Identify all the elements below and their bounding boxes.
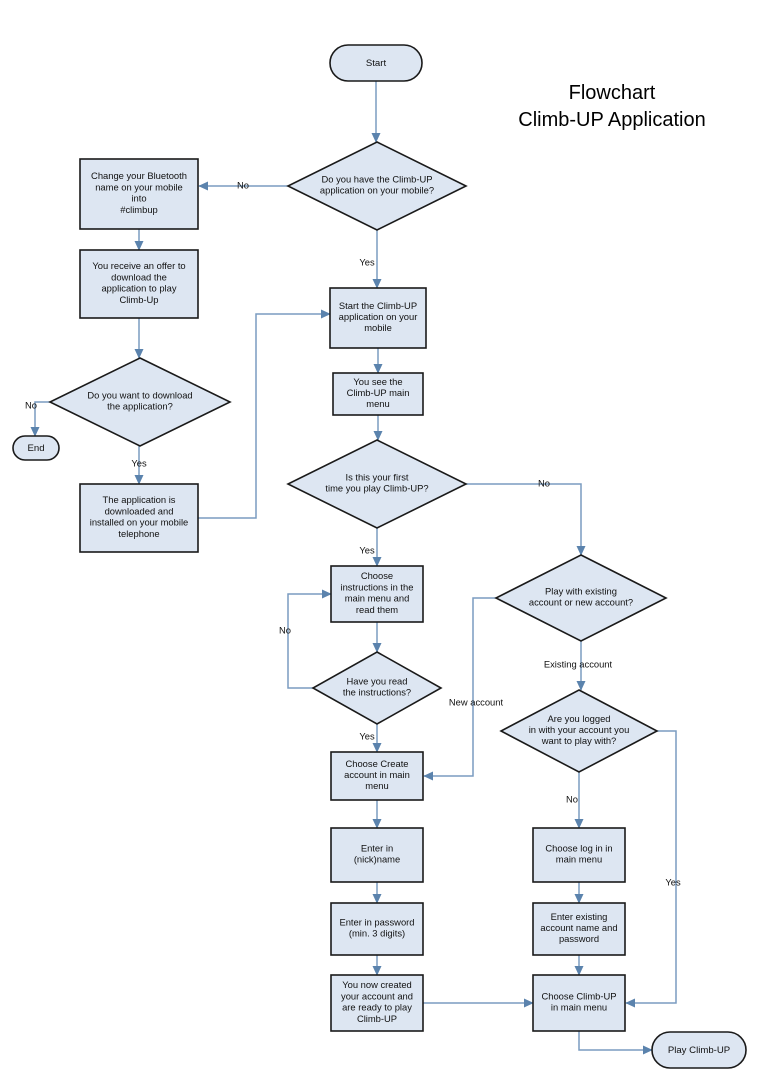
edge-label-yes-want-download: Yes — [131, 457, 147, 468]
process-see-main-menu-shape — [332, 372, 424, 416]
process-account-created-shape — [330, 974, 424, 1032]
edge-label-yes-have-app: Yes — [359, 256, 375, 267]
edge-label-no-have-app: No — [237, 179, 249, 190]
play-climbup-terminator-label: Play Climb-UP — [668, 1045, 730, 1056]
edge-choose-climbup-to-play — [578, 1031, 653, 1055]
process-choose-log-in-shape — [532, 827, 626, 883]
edge-label-yes-have-read: Yes — [359, 730, 375, 741]
process-change-bluetooth-name-shape — [79, 158, 199, 230]
process-enter-password-label: Enter in password(min. 3 digits) — [339, 917, 414, 939]
decision-first-time-shape — [286, 439, 468, 529]
edge-label-yes-logged-in: Yes — [665, 876, 681, 887]
process-enter-nickname-label: Enter in(nick)name — [354, 843, 400, 865]
decision-existing-or-new-account-shape — [494, 554, 668, 642]
decision-have-application-shape — [286, 141, 468, 231]
edge-label-no-have-read: No — [279, 624, 291, 635]
process-choose-climbup-shape — [532, 974, 626, 1032]
edge-first-time-no — [466, 483, 586, 556]
page-title-line-1: Flowchart — [569, 82, 656, 104]
process-receive-offer-shape — [79, 249, 199, 319]
edge-label-yes-first-time: Yes — [359, 544, 375, 555]
edge-have-read-no — [287, 589, 332, 689]
edge-label-no-logged-in: No — [566, 793, 578, 804]
page-title-line-2: Climb-UP Application — [518, 109, 706, 131]
play-climbup-terminator-shape — [651, 1031, 747, 1069]
process-enter-existing-credentials-shape — [532, 902, 626, 956]
edge-label-new-account: New account — [449, 696, 504, 707]
process-choose-create-account-shape — [330, 751, 424, 801]
edge-label-existing-account: Existing account — [544, 658, 613, 669]
process-choose-instructions-shape — [330, 565, 424, 623]
process-enter-password-shape — [330, 902, 424, 956]
title-layer: Flowchart Climb-UP Application — [518, 82, 706, 131]
start-terminator-shape — [329, 44, 423, 82]
process-enter-nickname-shape — [330, 827, 424, 883]
end-terminator-label: End — [27, 443, 44, 454]
edge-existing-new-new-account — [423, 597, 496, 781]
edge-downloaded-to-start-app — [198, 309, 331, 519]
connectors-layer — [30, 81, 677, 1055]
start-terminator[interactable]: Start — [329, 44, 423, 82]
end-terminator[interactable]: End — [12, 435, 60, 461]
play-climbup-terminator[interactable]: Play Climb-UP — [651, 1031, 747, 1069]
decision-are-you-logged-in-shape — [499, 689, 659, 773]
decision-have-read-instructions-shape — [311, 651, 443, 725]
decision-want-download-shape — [48, 357, 232, 447]
edge-label-no-want-download: No — [25, 399, 37, 410]
edge-want-download-no — [30, 401, 50, 437]
process-enter-nickname[interactable]: Enter in(nick)name — [330, 827, 424, 883]
end-terminator-shape — [12, 435, 60, 461]
edge-label-no-first-time: No — [538, 477, 550, 488]
process-application-downloaded-shape — [79, 483, 199, 553]
start-terminator-label: Start — [366, 58, 387, 69]
process-start-application-shape — [329, 287, 427, 349]
edge-logged-in-yes — [625, 730, 677, 1008]
process-enter-password[interactable]: Enter in password(min. 3 digits) — [330, 902, 424, 956]
